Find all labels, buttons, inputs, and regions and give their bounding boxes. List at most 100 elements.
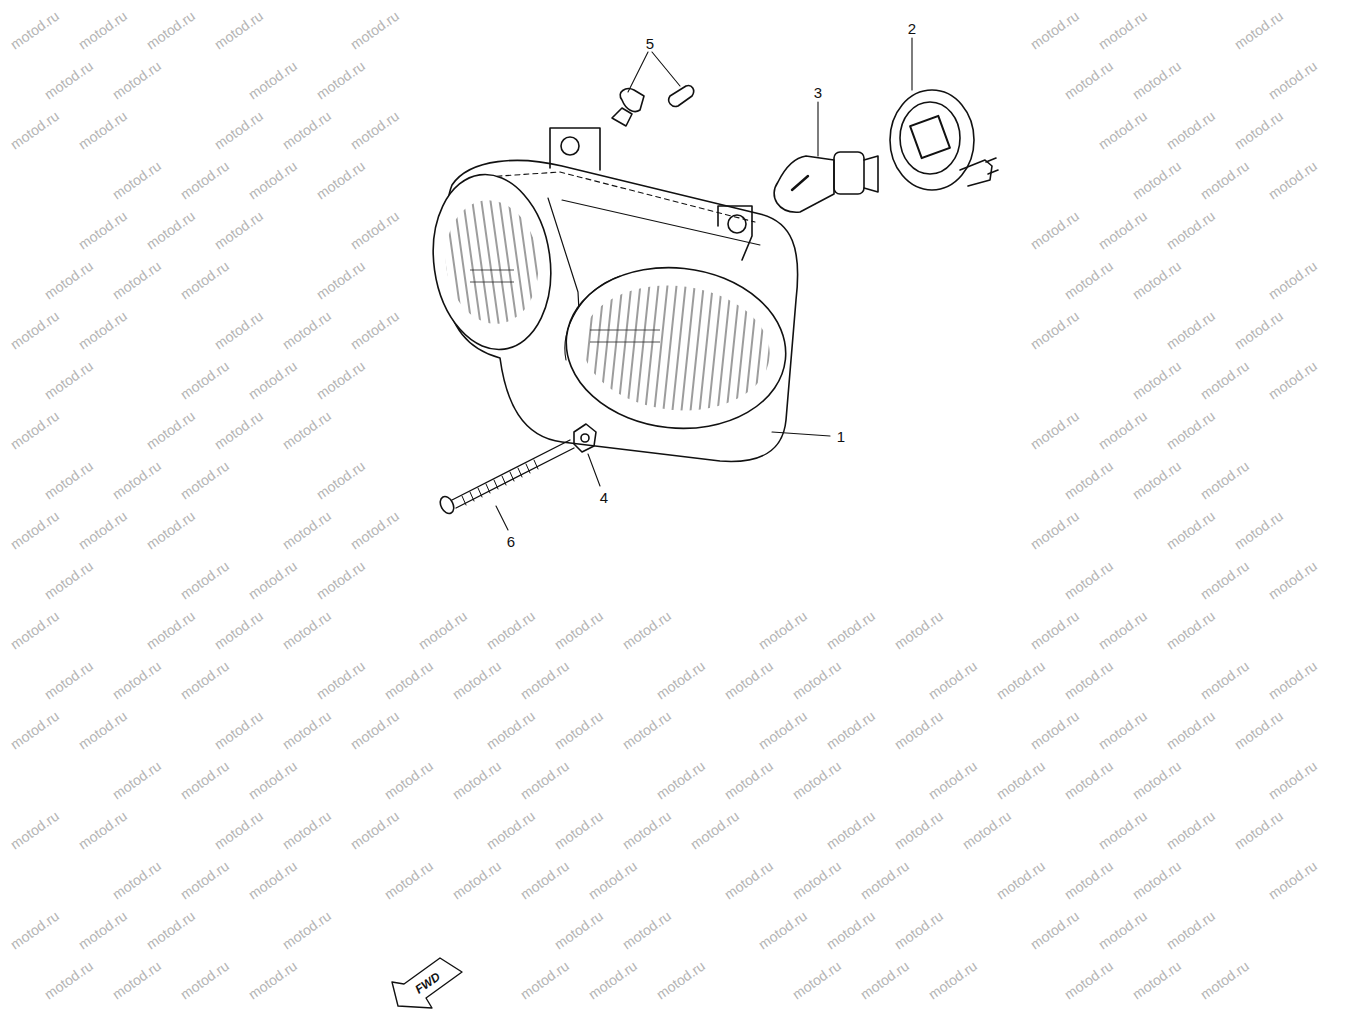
watermark: motod.ru <box>756 708 809 751</box>
watermark: motod.ru <box>110 258 163 301</box>
watermark: motod.ru <box>246 758 299 801</box>
watermark: motod.ru <box>1198 458 1251 501</box>
watermark: motod.ru <box>722 858 775 901</box>
watermark: motod.ru <box>654 958 707 1001</box>
watermark: motod.ru <box>280 308 333 351</box>
bulb-socket <box>890 90 974 190</box>
watermark: motod.ru <box>1266 258 1319 301</box>
watermark: motod.ru <box>246 58 299 101</box>
watermark: motod.ru <box>1266 58 1319 101</box>
leader-line <box>817 102 818 156</box>
watermark: motod.ru <box>1028 408 1081 451</box>
watermark: motod.ru <box>1062 458 1115 501</box>
watermark: motod.ru <box>1164 508 1217 551</box>
watermark: motod.ru <box>1096 8 1149 51</box>
leader-line <box>772 432 830 436</box>
mount-tab <box>550 128 600 170</box>
watermark: motod.ru <box>178 958 231 1001</box>
watermark: motod.ru <box>620 908 673 951</box>
watermark: motod.ru <box>450 758 503 801</box>
watermark: motod.ru <box>1028 208 1081 251</box>
watermark: motod.ru <box>892 908 945 951</box>
watermark: motod.ru <box>382 758 435 801</box>
watermark: motod.ru <box>348 808 401 851</box>
watermark: motod.ru <box>790 858 843 901</box>
watermark: motod.ru <box>1096 208 1149 251</box>
watermark: motod.ru <box>76 208 129 251</box>
watermark: motod.ru <box>280 408 333 451</box>
callout-number: 1 <box>837 429 845 444</box>
watermark: motod.ru <box>1062 758 1115 801</box>
watermark: motod.ru <box>1232 708 1285 751</box>
watermark: motod.ru <box>42 58 95 101</box>
watermark: motod.ru <box>212 108 265 151</box>
watermark: motod.ru <box>518 858 571 901</box>
watermark: motod.ru <box>76 8 129 51</box>
watermark: motod.ru <box>1062 58 1115 101</box>
watermark: motod.ru <box>382 658 435 701</box>
watermark: motod.ru <box>1028 308 1081 351</box>
watermark: motod.ru <box>790 658 843 701</box>
watermark: motod.ru <box>212 408 265 451</box>
watermark: motod.ru <box>42 258 95 301</box>
watermark: motod.ru <box>178 158 231 201</box>
watermark: motod.ru <box>144 908 197 951</box>
watermark: motod.ru <box>280 508 333 551</box>
watermark: motod.ru <box>688 808 741 851</box>
watermark: motod.ru <box>76 508 129 551</box>
watermark: motod.ru <box>1096 608 1149 651</box>
nut-clip <box>574 424 596 452</box>
watermark: motod.ru <box>790 758 843 801</box>
leader-line <box>588 454 600 486</box>
watermark: motod.ru <box>1096 808 1149 851</box>
watermark: motod.ru <box>42 558 95 601</box>
watermark: motod.ru <box>178 758 231 801</box>
watermark: motod.ru <box>484 608 537 651</box>
watermark: motod.ru <box>1198 658 1251 701</box>
callout-number: 2 <box>908 21 916 36</box>
watermark: motod.ru <box>518 958 571 1001</box>
watermark: motod.ru <box>178 658 231 701</box>
watermark: motod.ru <box>110 958 163 1001</box>
watermark: motod.ru <box>348 8 401 51</box>
watermark: motod.ru <box>144 8 197 51</box>
watermark: motod.ru <box>76 708 129 751</box>
callout-number: 6 <box>507 534 515 549</box>
watermark: motod.ru <box>1164 108 1217 151</box>
mount-tab <box>718 206 752 260</box>
watermark: motod.ru <box>1130 358 1183 401</box>
watermark: motod.ru <box>178 558 231 601</box>
watermark: motod.ru <box>1096 408 1149 451</box>
watermark: motod.ru <box>246 558 299 601</box>
watermark: motod.ru <box>1266 558 1319 601</box>
watermark: motod.ru <box>212 708 265 751</box>
watermark: motod.ru <box>1164 708 1217 751</box>
callout-number: 5 <box>646 36 654 51</box>
watermark: motod.ru <box>144 208 197 251</box>
watermark: motod.ru <box>8 908 61 951</box>
headlight-bulb <box>774 156 834 212</box>
watermark: motod.ru <box>586 858 639 901</box>
watermark: motod.ru <box>1062 258 1115 301</box>
watermark: motod.ru <box>212 608 265 651</box>
watermark: motod.ru <box>1198 358 1251 401</box>
adjusting-screw <box>452 440 574 508</box>
watermark: motod.ru <box>994 758 1047 801</box>
watermark: motod.ru <box>42 358 95 401</box>
watermark: motod.ru <box>8 308 61 351</box>
watermark: motod.ru <box>42 958 95 1001</box>
watermark: motod.ru <box>1266 858 1319 901</box>
watermark: motod.ru <box>110 158 163 201</box>
watermark: motod.ru <box>1130 458 1183 501</box>
watermark: motod.ru <box>1062 658 1115 701</box>
watermark: motod.ru <box>620 608 673 651</box>
watermark: motod.ru <box>144 608 197 651</box>
watermark: motod.ru <box>1062 558 1115 601</box>
watermark: motod.ru <box>1062 958 1115 1001</box>
watermark: motod.ru <box>348 508 401 551</box>
watermark: motod.ru <box>246 958 299 1001</box>
watermark: motod.ru <box>178 858 231 901</box>
leader-line <box>628 52 680 92</box>
watermark: motod.ru <box>76 808 129 851</box>
watermark: motod.ru <box>552 708 605 751</box>
